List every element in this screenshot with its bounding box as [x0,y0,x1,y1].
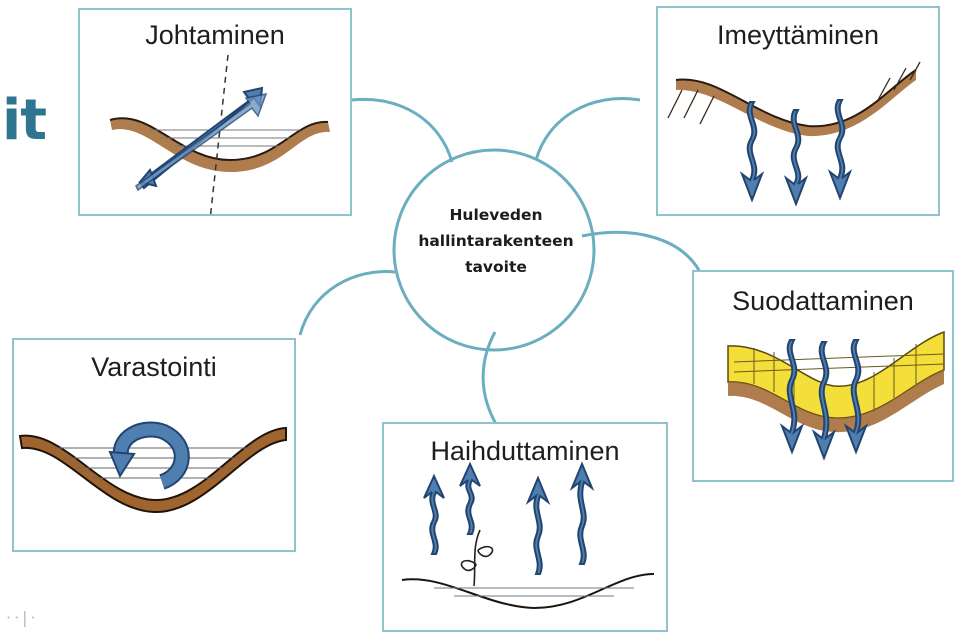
hub-line-1: Huleveden [396,202,596,228]
infiltration-illustration [658,8,938,214]
hub-line-2: hallintarakenteen [396,228,596,254]
storage-illustration [14,340,294,550]
box-haihduttaminen: Haihduttaminen [382,422,668,632]
ground-line [402,574,654,608]
footer-fragment: ··|· [6,608,39,627]
box-imeyttaminen: Imeyttäminen [656,6,940,216]
connector-johtaminen [352,99,452,162]
soil-basin [20,428,286,512]
box-johtaminen: Johtaminen [78,8,352,216]
hub-label: Huleveden hallintarakenteen tavoite [396,202,596,280]
connector-suodattaminen [582,232,700,272]
filter-layer [728,332,944,418]
hub-line-3: tavoite [396,254,596,280]
evaporation-illustration [384,424,666,630]
box-varastointi: Varastointi [12,338,296,552]
connector-varastointi [300,272,395,335]
conveyance-illustration [80,10,350,214]
plant-icon [461,530,492,586]
circular-arrow-icon [110,430,182,482]
filtration-illustration [694,272,952,480]
box-suodattaminen: Suodattaminen [692,270,954,482]
up-arrow-icons [424,464,592,574]
connector-imeyttaminen [536,99,640,160]
